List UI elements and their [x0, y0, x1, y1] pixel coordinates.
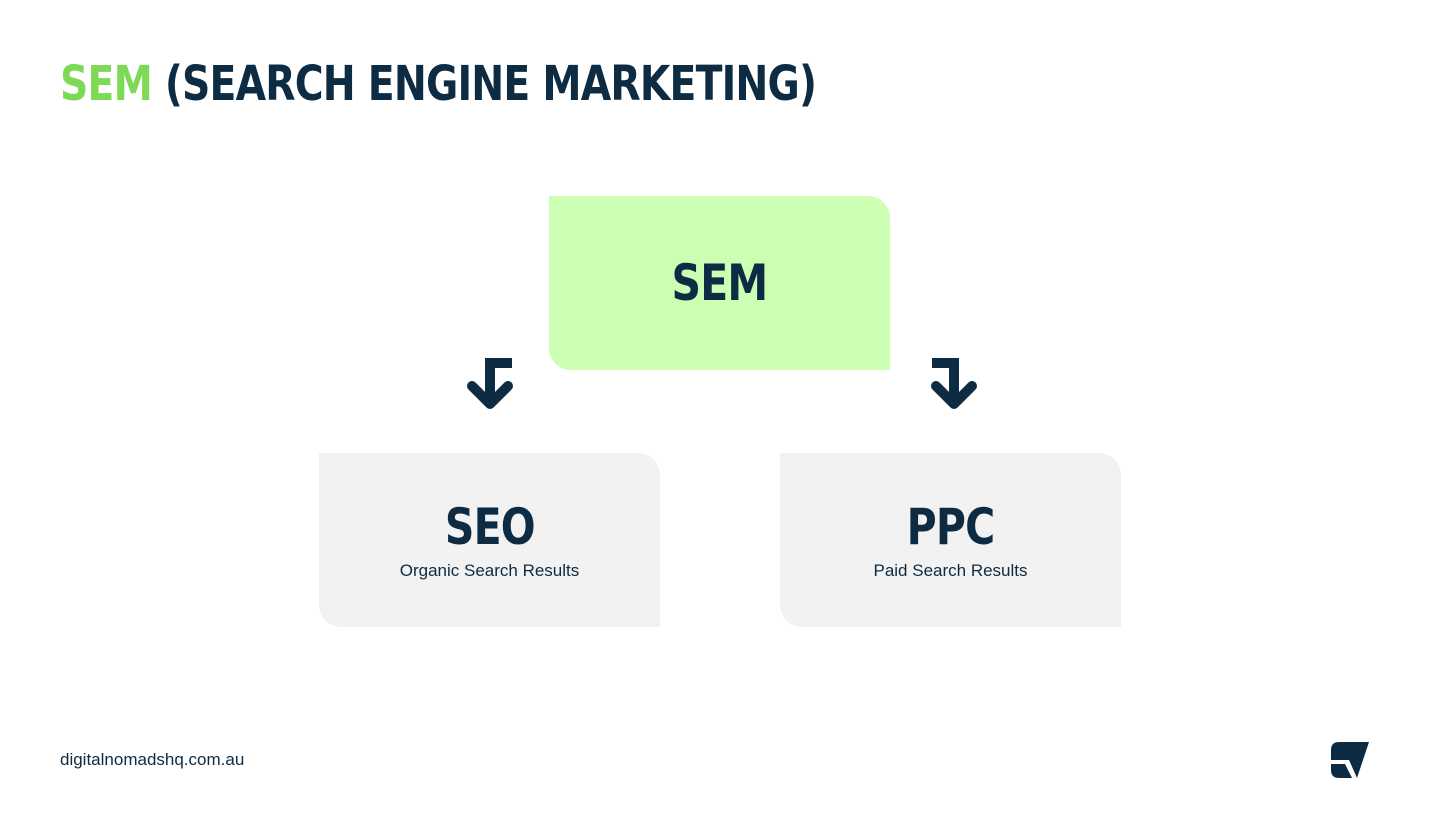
- title-rest: (SEARCH ENGINE MARKETING): [151, 56, 817, 112]
- paper-plane-logo-icon: [1331, 742, 1369, 778]
- ppc-node-label: PPC: [906, 498, 996, 556]
- sem-node-label: SEM: [671, 254, 769, 312]
- ppc-node-sublabel: Paid Search Results: [873, 561, 1028, 580]
- seo-node-sublabel: Organic Search Results: [399, 561, 580, 580]
- sem-node: SEM: [549, 196, 890, 370]
- arrow-turn-down-left-icon: [467, 358, 513, 409]
- seo-node-label: SEO: [444, 498, 536, 556]
- ppc-node: PPC Paid Search Results: [780, 453, 1121, 627]
- title-accent: SEM: [60, 56, 153, 112]
- page-title: SEM (SEARCH ENGINE MARKETING): [60, 56, 817, 112]
- arrow-turn-down-right-icon: [931, 358, 977, 409]
- seo-node: SEO Organic Search Results: [319, 453, 660, 627]
- footer-url: digitalnomadshq.com.au: [60, 750, 245, 769]
